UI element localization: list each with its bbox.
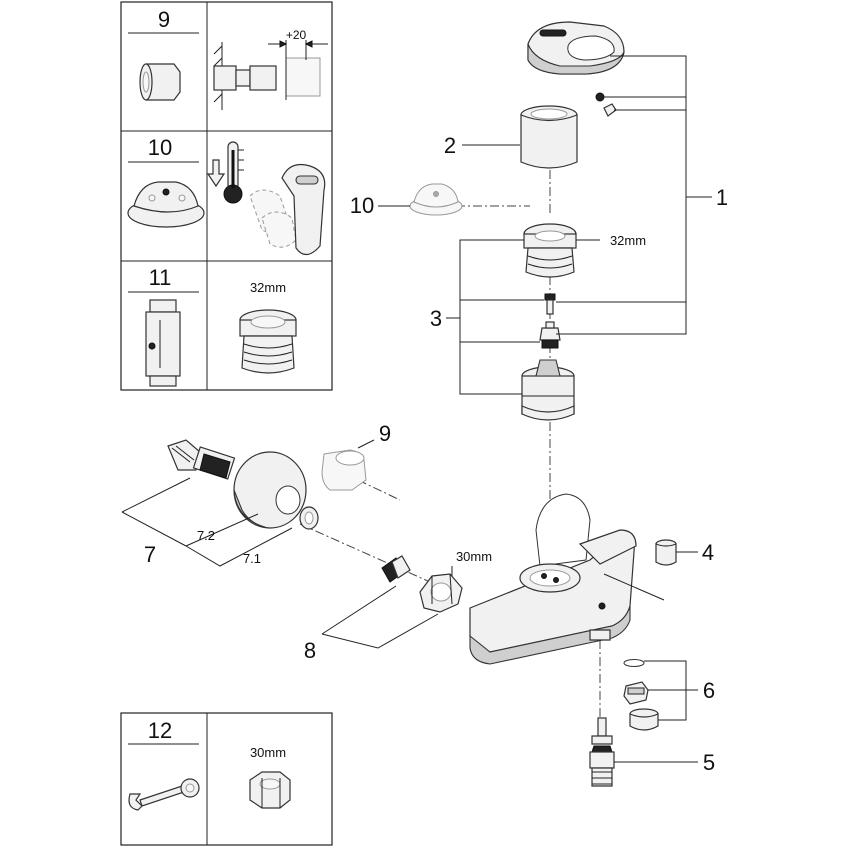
leader-lines (121, 55, 712, 763)
callout-7-2: 7.2 (197, 528, 215, 543)
inset-table-top: 9 +20 10 (120, 1, 333, 391)
panel-9-number: 9 (158, 7, 170, 32)
panel-11-number: 11 (149, 265, 172, 290)
extension-icon: +20 (213, 28, 328, 110)
panel-10-number: 10 (148, 135, 172, 160)
cartridge (521, 359, 575, 421)
limiter-ring (409, 183, 463, 216)
callout-3: 3 (430, 306, 442, 331)
diverter (589, 717, 615, 787)
callout-4: 4 (702, 540, 714, 565)
washer (299, 506, 319, 530)
cartridge-nut (523, 223, 577, 278)
callout-9: 9 (379, 421, 391, 446)
panel-12-dimension: 30mm (250, 745, 286, 760)
panel-12-number: 12 (148, 718, 172, 743)
end-cap (655, 539, 677, 566)
hex-nut-icon (249, 771, 291, 809)
union-nut (419, 573, 463, 613)
panel-11-dimension: 32mm (250, 280, 286, 295)
callout-8: 8 (304, 638, 316, 663)
spline-adapter (539, 321, 561, 349)
connecting-piece (381, 555, 411, 583)
callouts: 1 2 3 4 5 6 7 7.1 7.2 8 9 10 32mm 30mm (144, 133, 728, 775)
callout-7-1: 7.1 (243, 551, 261, 566)
dim-union-nut: 30mm (456, 549, 492, 564)
callout-10: 10 (350, 193, 374, 218)
lever-handle (527, 21, 625, 117)
cartridge-nut-icon (239, 309, 297, 374)
s-union-connector (167, 439, 236, 480)
cap-leader (603, 573, 665, 601)
panel-9-dimension: +20 (286, 28, 307, 42)
callout-5: 5 (703, 750, 715, 775)
cover-sleeve (520, 105, 578, 169)
cartridge-screw (544, 293, 556, 315)
lever-rotation-icon (249, 163, 326, 256)
inset-table-bottom: 12 30mm (120, 712, 333, 846)
thermometer-icon (206, 141, 244, 204)
inset-table-border (120, 1, 333, 391)
callout-1: 1 (716, 185, 728, 210)
inset-12-border (120, 712, 333, 846)
callout-7: 7 (144, 542, 156, 567)
aerator-set (623, 659, 659, 731)
callout-2: 2 (444, 133, 456, 158)
wall-flange (233, 451, 307, 529)
wrench-icon (128, 778, 200, 811)
cartridge-tool-icon (145, 299, 181, 387)
limiter-ring-icon (127, 181, 205, 228)
callout-6: 6 (703, 678, 715, 703)
adapter-icon-9 (139, 63, 181, 101)
dim-cartridge-nut: 32mm (610, 233, 646, 248)
mixer-body (469, 493, 637, 665)
assembly-axes (299, 170, 601, 718)
extension-adapter (321, 449, 367, 491)
